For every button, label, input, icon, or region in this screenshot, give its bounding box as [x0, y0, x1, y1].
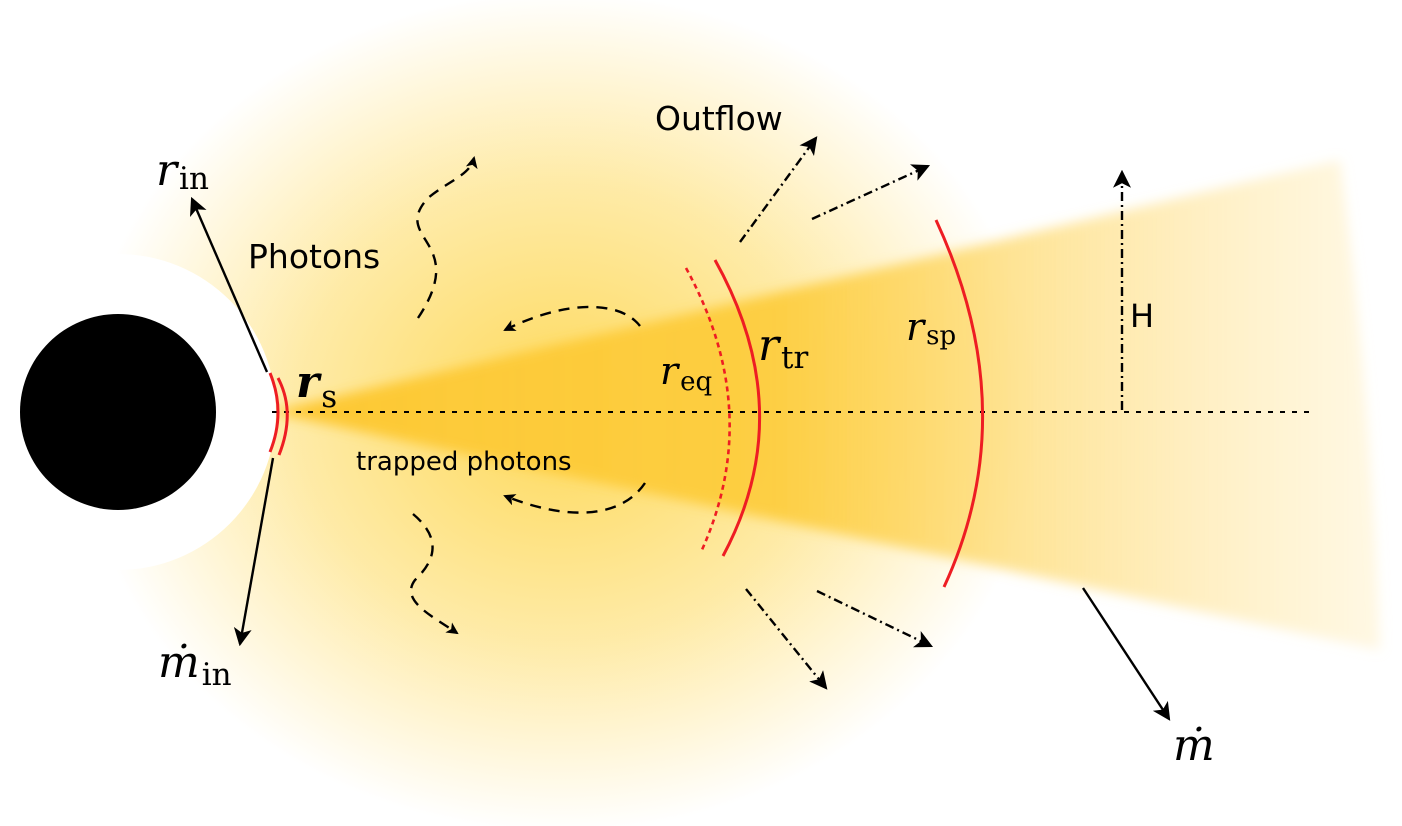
trapped-photon-arrow-lower-icon: [503, 482, 646, 514]
photon-arrow-upper-icon: [416, 156, 478, 319]
outflow-label: Outflow: [655, 99, 783, 138]
r-tr-label: rtr: [758, 320, 809, 376]
spherisation-boundary-outer: [276, 377, 289, 456]
m-dot-label: ṁ: [1173, 720, 1215, 771]
height-label: H: [1130, 297, 1154, 335]
r-sp-label: rsp: [906, 305, 956, 351]
outflow-arrow-lower-1-icon: [745, 588, 828, 690]
r-s-label: rs: [296, 357, 337, 415]
spherisation-boundary-inner: [268, 372, 280, 453]
r-in-arrow-icon: [190, 196, 269, 373]
trapped-photon-arrow-upper-icon: [503, 305, 641, 332]
black-hole-icon: [20, 314, 216, 510]
r-eq-label: req: [660, 349, 712, 397]
outflow-arrow-lower-2-icon: [816, 589, 934, 648]
outflow-arrow-upper-2-icon: [811, 164, 931, 221]
equilibrium-radius-boundary: [684, 267, 731, 553]
m-in-label: ṁin: [158, 637, 232, 693]
trapping-radius-boundary: [713, 259, 761, 557]
m-dot-arrow-icon: [1081, 587, 1171, 721]
trapped-photons-label: trapped photons: [356, 447, 572, 477]
photon-arrow-lower-icon: [409, 513, 459, 635]
spherisation-radius-boundary: [934, 219, 984, 588]
m-in-arrow-icon: [233, 457, 275, 647]
r-in-label: rin: [156, 145, 209, 197]
accretion-disc: [270, 160, 1380, 650]
outflow-arrow-upper-1-icon: [739, 136, 818, 243]
photons-label: Photons: [248, 237, 380, 276]
